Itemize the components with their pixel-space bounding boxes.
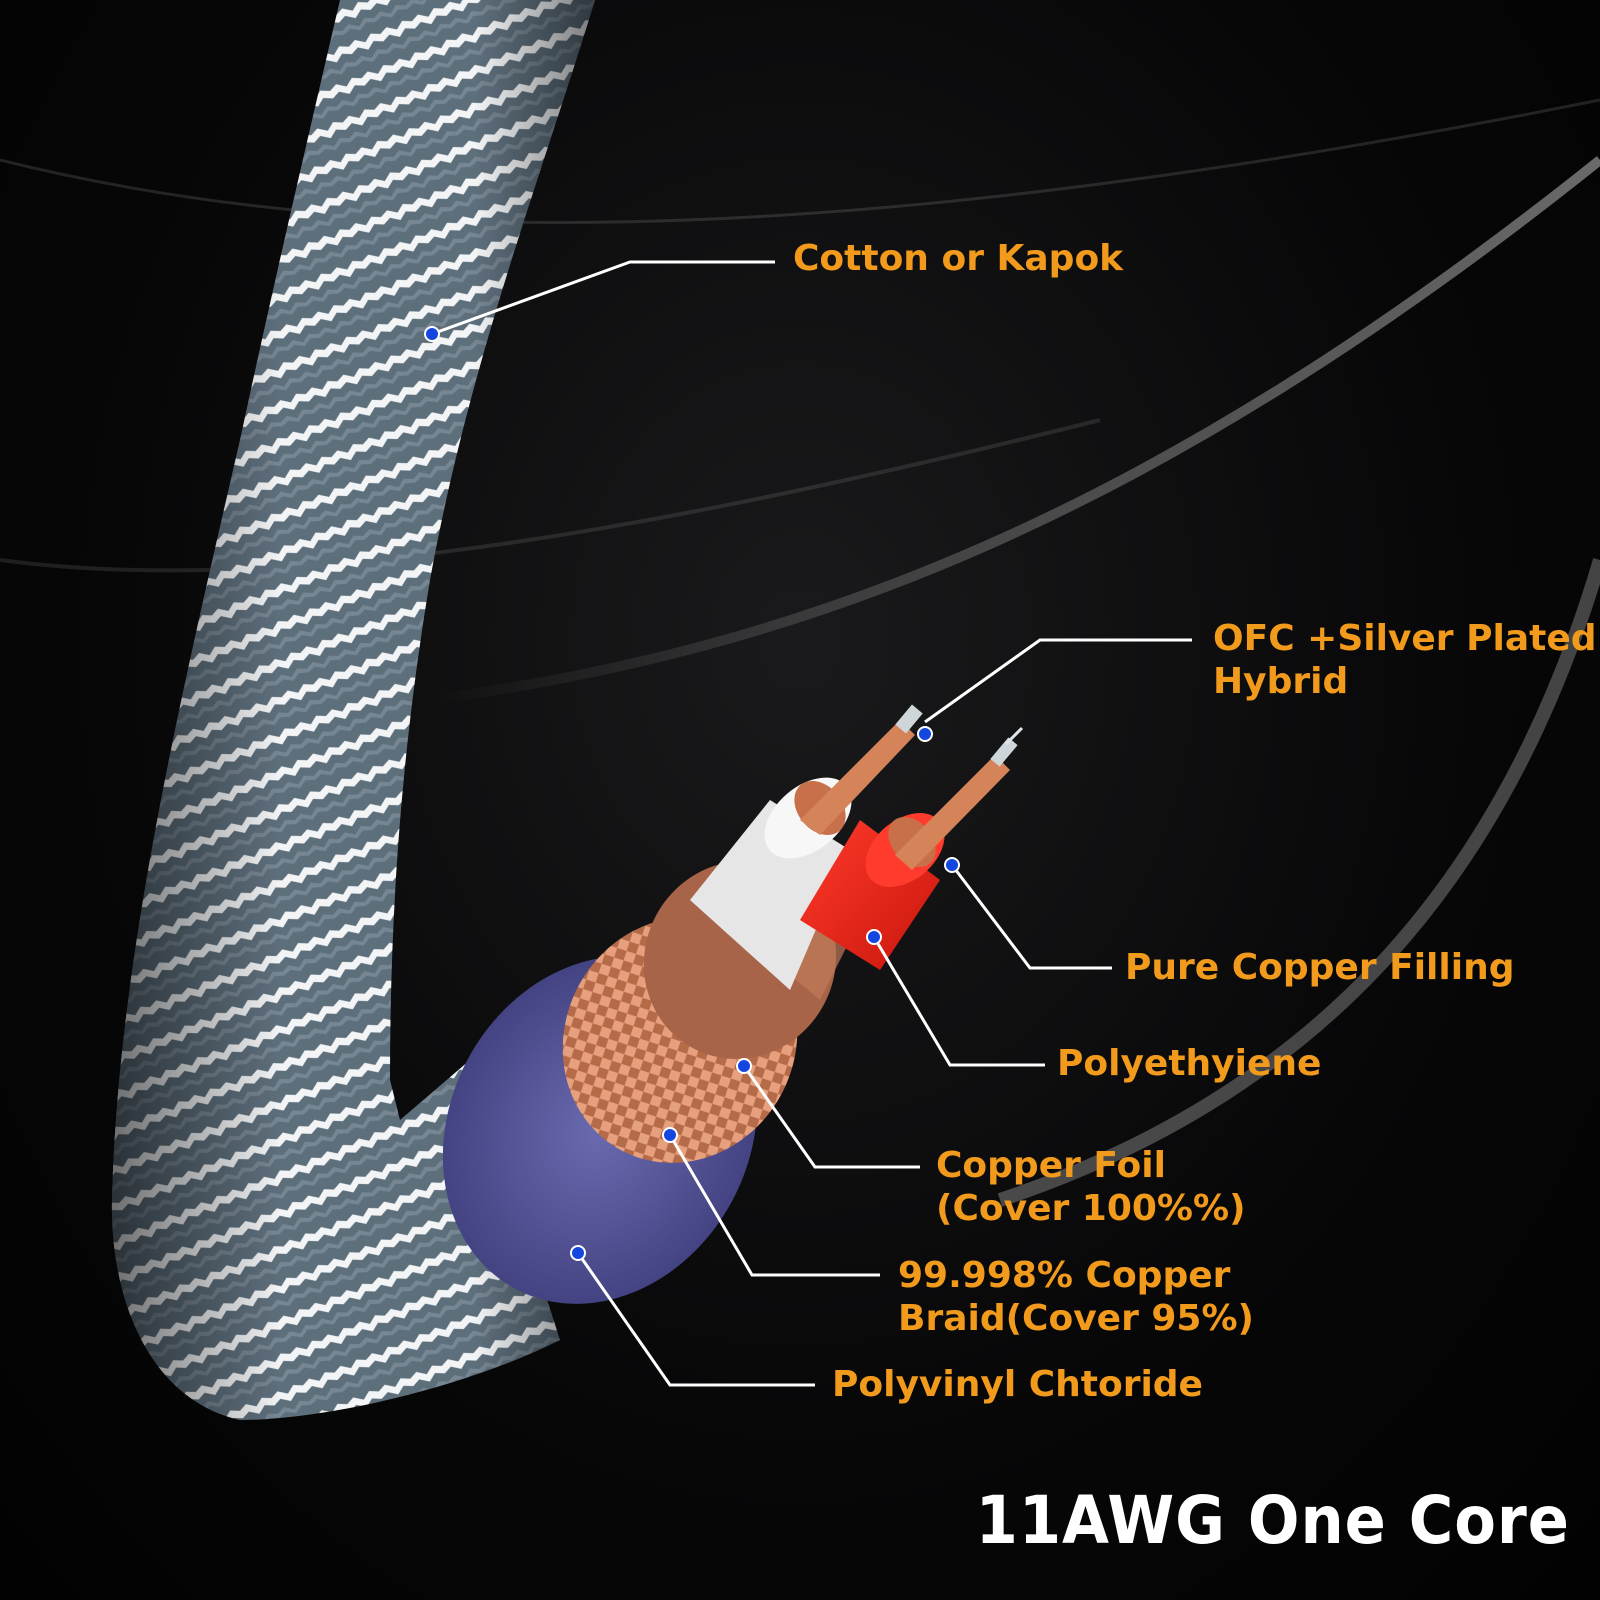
label-copper-foil: Copper Foil (Cover 100%%) — [936, 1144, 1246, 1230]
marker-jacket — [570, 1245, 586, 1261]
red-insulated-conductor — [800, 726, 1024, 970]
label-copper-braid-line2: Braid(Cover 95%) — [898, 1298, 1254, 1339]
white-insulated-conductor — [690, 704, 923, 990]
label-conductor: OFC +Silver Plated Hybrid — [1213, 617, 1597, 703]
cable-cross-section — [442, 704, 1024, 1304]
leader-line-copper-foil — [742, 1065, 920, 1169]
marker-outer-sleeve — [424, 326, 440, 342]
headline-title: 11AWG One Core — [975, 1482, 1570, 1559]
background-light-streaks — [0, 98, 1600, 1207]
leader-lines — [431, 260, 1192, 1387]
label-conductor-line1: OFC +Silver Plated — [1213, 618, 1597, 659]
leader-line-outer-sleeve — [431, 260, 775, 336]
label-copper-foil-line2: (Cover 100%%) — [936, 1188, 1246, 1229]
label-jacket: Polyvinyl Chtoride — [832, 1363, 1203, 1406]
label-jacket-text: Polyvinyl Chtoride — [832, 1364, 1203, 1405]
leader-line-conductor — [924, 638, 1192, 724]
label-conductor-line2: Hybrid — [1213, 661, 1349, 702]
label-filling: Pure Copper Filling — [1125, 946, 1514, 989]
marker-copper-braid — [662, 1127, 678, 1143]
braided-sleeve — [111, 0, 595, 1420]
marker-dots — [424, 326, 960, 1261]
marker-conductor — [917, 726, 933, 742]
label-insulation-text: Polyethyiene — [1057, 1043, 1322, 1084]
leader-line-filling — [950, 864, 1112, 970]
label-insulation: Polyethyiene — [1057, 1042, 1321, 1085]
leader-line-insulation — [872, 936, 1045, 1067]
label-copper-braid: 99.998% Copper Braid(Cover 95%) — [898, 1254, 1254, 1340]
leader-line-jacket — [576, 1252, 815, 1387]
marker-copper-foil — [736, 1058, 752, 1074]
marker-filling — [944, 857, 960, 873]
label-outer-sleeve-text: Cotton or Kapok — [793, 238, 1124, 279]
marker-insulation — [866, 929, 882, 945]
label-copper-foil-line1: Copper Foil — [936, 1145, 1166, 1186]
label-filling-text: Pure Copper Filling — [1125, 947, 1515, 988]
label-copper-braid-line1: 99.998% Copper — [898, 1255, 1231, 1296]
label-outer-sleeve: Cotton or Kapok — [793, 237, 1123, 280]
leader-line-copper-braid — [668, 1134, 880, 1277]
